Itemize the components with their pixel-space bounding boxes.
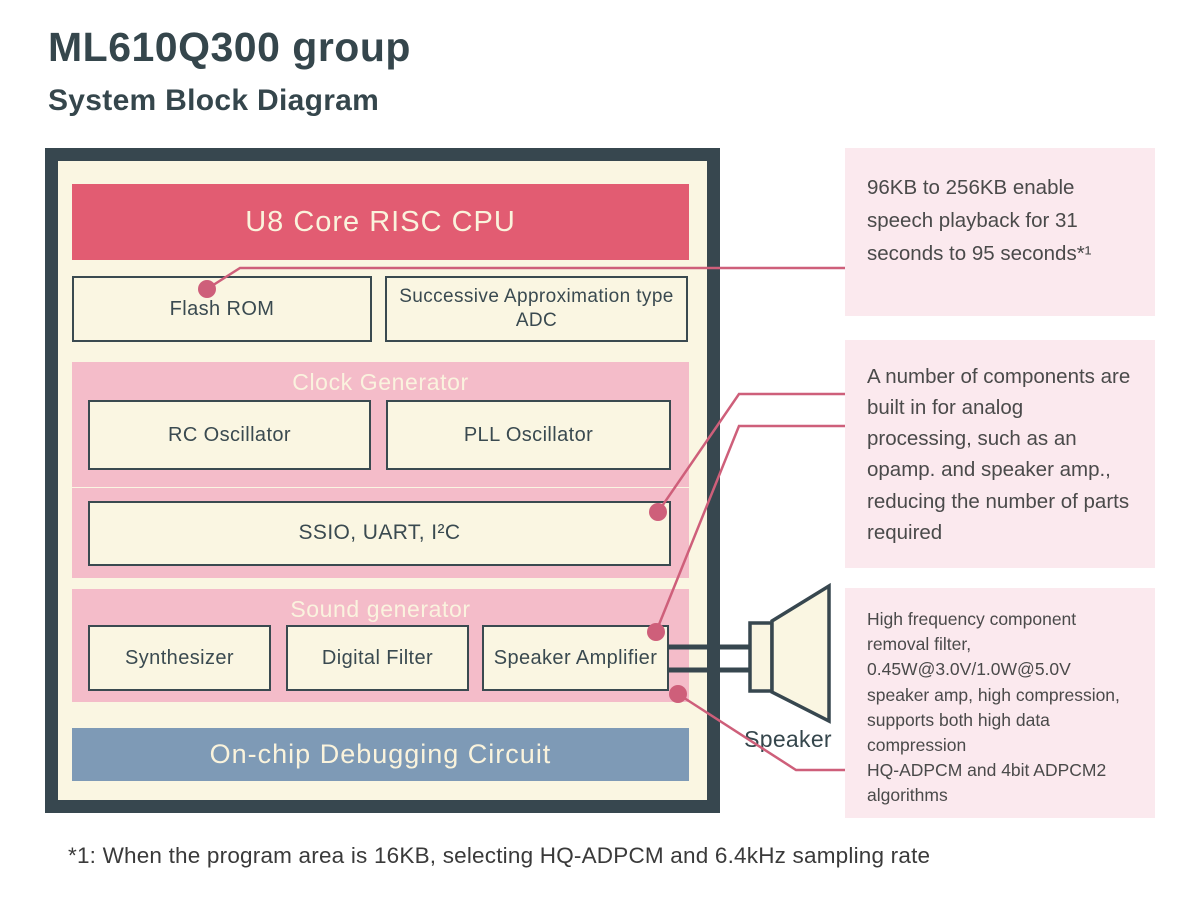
- annotation-sound-note: High frequency component removal filter,…: [845, 588, 1155, 818]
- speaker-label: Speaker: [744, 726, 832, 752]
- sound-generator-label: Sound generator: [290, 596, 471, 622]
- rc-oscillator-block: RC Oscillator: [88, 400, 371, 470]
- debug-circuit-block: On-chip Debugging Circuit: [72, 728, 689, 781]
- page-title: ML610Q300 group: [48, 24, 411, 70]
- digital-filter-block: Digital Filter: [286, 625, 469, 691]
- pll-oscillator-block: PLL Oscillator: [386, 400, 671, 470]
- annotation-analog-note: A number of components are built in for …: [845, 340, 1155, 568]
- page-subtitle: System Block Diagram: [48, 84, 380, 117]
- peripheral-band: SSIO, UART, I²C: [72, 488, 689, 578]
- sound-generator-band: Sound generator Synthesizer Digital Filt…: [72, 589, 689, 702]
- annotation-flash-note: 96KB to 256KB enable speech playback for…: [845, 148, 1155, 316]
- synthesizer-block: Synthesizer: [88, 625, 271, 691]
- ssio-uart-i2c-block: SSIO, UART, I²C: [88, 501, 671, 566]
- clock-generator-band: Clock Generator RC Oscillator PLL Oscill…: [72, 362, 689, 487]
- adc-block: Successive Approximation type ADC: [385, 276, 688, 342]
- footnote: *1: When the program area is 16KB, selec…: [68, 843, 931, 868]
- speaker-amplifier-block: Speaker Amplifier: [482, 625, 669, 691]
- flash-rom-block: Flash ROM: [72, 276, 372, 342]
- clock-generator-label: Clock Generator: [292, 369, 469, 395]
- cpu-block: U8 Core RISC CPU: [72, 184, 689, 260]
- speaker-icon: [748, 582, 831, 724]
- block-diagram-frame: U8 Core RISC CPU Flash ROM Successive Ap…: [45, 148, 720, 813]
